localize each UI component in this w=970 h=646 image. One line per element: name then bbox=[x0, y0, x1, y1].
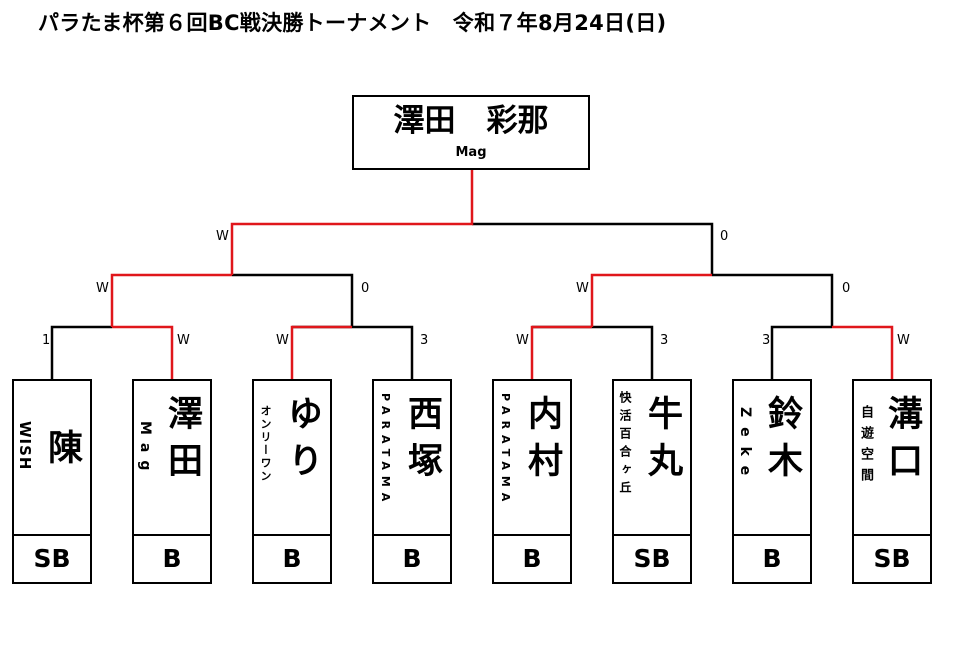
qf1-winner-path bbox=[112, 325, 174, 379]
player-team: WISH bbox=[16, 421, 34, 471]
player-name: 澤田 bbox=[162, 395, 202, 489]
player-class: B bbox=[734, 534, 810, 584]
qf4-winner-path bbox=[832, 325, 894, 379]
page-title: パラたま杯第６回BC戦決勝トーナメント 令和７年8月24日(日) bbox=[38, 11, 667, 35]
player-team: オンリーワン bbox=[259, 405, 272, 483]
qf2-left-score: W bbox=[276, 333, 289, 348]
player-card-6: 快活百合ヶ丘 牛丸 SB bbox=[612, 379, 692, 584]
qf3-winner-path bbox=[530, 325, 592, 379]
qf3-right-score: 3 bbox=[660, 333, 669, 348]
player-team: PARATAMA bbox=[379, 393, 392, 508]
qf4-left-score: 3 bbox=[762, 333, 771, 348]
player-name: 陳 bbox=[42, 429, 82, 476]
player-card-2: Mag 澤田 B bbox=[132, 379, 212, 584]
sf-right-left-score: W bbox=[576, 281, 589, 296]
player-card-upper: PARATAMA 内村 bbox=[494, 381, 570, 534]
sf-left-left-score: W bbox=[96, 281, 109, 296]
champion-name: 澤田 彩那 bbox=[393, 103, 549, 139]
player-name: ゆり bbox=[282, 395, 322, 489]
player-card-5: PARATAMA 内村 B bbox=[492, 379, 572, 584]
player-class: B bbox=[254, 534, 330, 584]
sf-right-right-score: 0 bbox=[842, 281, 851, 296]
player-class: B bbox=[494, 534, 570, 584]
player-team: Zeke bbox=[737, 407, 753, 486]
qf2-winner-path bbox=[290, 325, 352, 379]
player-card-upper: 快活百合ヶ丘 牛丸 bbox=[614, 381, 690, 534]
player-class: SB bbox=[14, 534, 90, 584]
player-card-upper: オンリーワン ゆり bbox=[254, 381, 330, 534]
player-name: 内村 bbox=[522, 395, 562, 489]
player-class: SB bbox=[854, 534, 930, 584]
qf1-loser-path bbox=[50, 325, 112, 379]
player-card-upper: Mag 澤田 bbox=[134, 381, 210, 534]
player-card-upper: 自遊空間 溝口 bbox=[854, 381, 930, 534]
player-class: SB bbox=[614, 534, 690, 584]
sf-right-winner-path bbox=[590, 273, 712, 327]
player-card-7: Zeke 鈴木 B bbox=[732, 379, 812, 584]
player-card-8: 自遊空間 溝口 SB bbox=[852, 379, 932, 584]
sf-left-loser-path bbox=[232, 273, 354, 327]
qf3-loser-path bbox=[532, 325, 654, 379]
player-class: B bbox=[374, 534, 450, 584]
player-card-1: WISH 陳 SB bbox=[12, 379, 92, 584]
player-card-upper: Zeke 鈴木 bbox=[734, 381, 810, 534]
champion-path bbox=[230, 170, 474, 275]
qf1-right-score: W bbox=[177, 333, 190, 348]
player-team: 快活百合ヶ丘 bbox=[618, 391, 632, 499]
player-name: 溝口 bbox=[882, 395, 922, 489]
qf4-loser-path bbox=[770, 325, 832, 379]
sf-left-right-score: 0 bbox=[361, 281, 370, 296]
qf1-left-score: 1 bbox=[42, 333, 51, 348]
player-class: B bbox=[134, 534, 210, 584]
champion-box: 澤田 彩那 Mag bbox=[352, 95, 590, 170]
final-right-score: 0 bbox=[720, 229, 729, 244]
player-name: 鈴木 bbox=[762, 395, 802, 489]
player-name: 牛丸 bbox=[642, 395, 682, 489]
player-team: 自遊空間 bbox=[858, 405, 873, 489]
player-team: Mag bbox=[137, 421, 153, 479]
champion-team: Mag bbox=[455, 145, 487, 160]
final-left-score: W bbox=[216, 229, 229, 244]
qf2-loser-path bbox=[292, 325, 414, 379]
qf2-right-score: 3 bbox=[420, 333, 429, 348]
player-card-4: PARATAMA 西塚 B bbox=[372, 379, 452, 584]
sf-left-winner-path bbox=[110, 273, 232, 327]
qf4-right-score: W bbox=[897, 333, 910, 348]
player-team: PARATAMA bbox=[499, 393, 512, 508]
qf3-left-score: W bbox=[516, 333, 529, 348]
loser-lines bbox=[50, 222, 834, 379]
player-card-3: オンリーワン ゆり B bbox=[252, 379, 332, 584]
winner-lines bbox=[110, 170, 894, 379]
sf-right-loser-path bbox=[712, 273, 834, 327]
player-name: 西塚 bbox=[402, 395, 442, 489]
final-loser-path bbox=[472, 222, 714, 275]
player-card-upper: PARATAMA 西塚 bbox=[374, 381, 450, 534]
player-card-upper: WISH 陳 bbox=[14, 381, 90, 534]
